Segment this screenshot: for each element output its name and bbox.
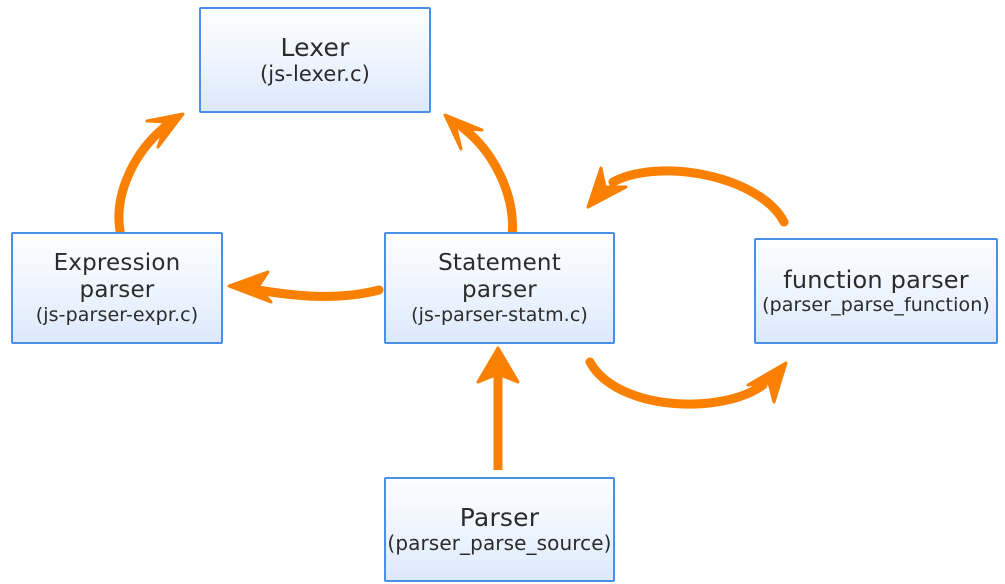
node-lexer[interactable]: Lexer (js-lexer.c) <box>199 7 431 113</box>
edge-parser-to-statement <box>476 346 520 470</box>
node-parser-title: Parser <box>459 503 540 533</box>
edge-statement-to-lexer <box>443 113 517 241</box>
edge-expression-to-lexer <box>114 112 185 241</box>
node-lexer-title: Lexer <box>280 33 350 63</box>
node-function-parser[interactable]: function parser (parser_parse_function) <box>754 238 998 344</box>
edge-statement-to-function <box>585 357 788 409</box>
arrowhead-icon <box>227 270 273 304</box>
node-statement-parser-title: Statement parser <box>438 249 561 303</box>
node-expression-parser-subtitle: (js-parser-expr.c) <box>35 303 199 326</box>
arrowhead-icon <box>145 112 185 149</box>
node-lexer-subtitle: (js-lexer.c) <box>260 62 370 87</box>
arrowhead-icon <box>586 166 628 209</box>
node-expression-parser[interactable]: Expression parser (js-parser-expr.c) <box>11 232 223 344</box>
arrowhead-icon <box>476 346 520 384</box>
node-function-parser-subtitle: (parser_parse_function) <box>762 293 990 316</box>
node-statement-parser[interactable]: Statement parser (js-parser-statm.c) <box>384 232 615 344</box>
arrowhead-icon <box>746 361 788 404</box>
edge-function-to-statement <box>586 166 789 227</box>
node-parser[interactable]: Parser (parser_parse_source) <box>384 477 615 582</box>
node-expression-parser-title: Expression parser <box>53 249 181 303</box>
node-statement-parser-subtitle: (js-parser-statm.c) <box>411 303 588 326</box>
node-function-parser-title: function parser <box>783 265 969 294</box>
arrowhead-icon <box>443 113 484 151</box>
node-parser-subtitle: (parser_parse_source) <box>387 531 612 556</box>
edge-statement-to-expression <box>227 270 384 304</box>
